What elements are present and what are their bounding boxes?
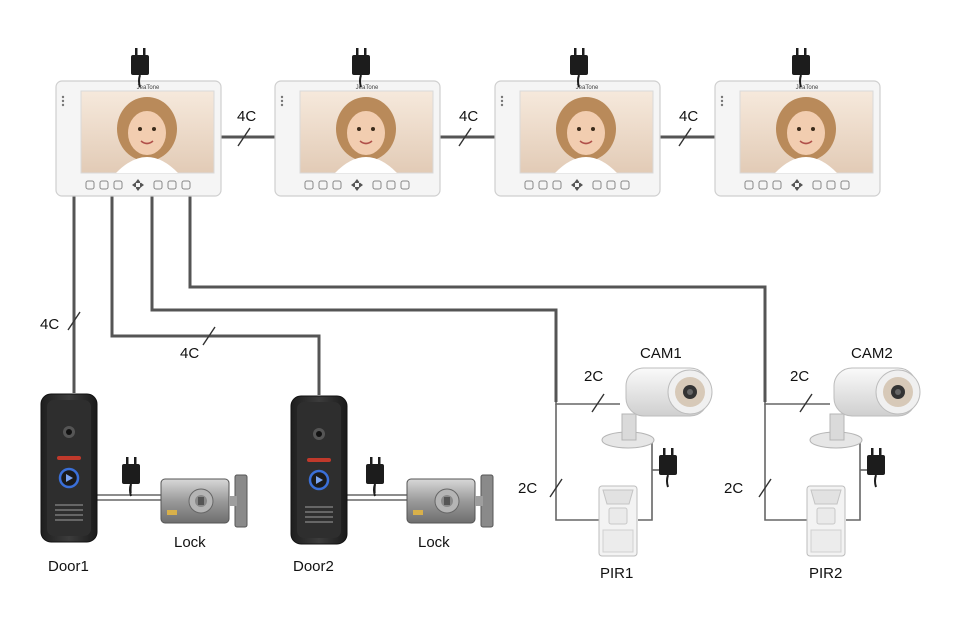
cable-label: 2C	[790, 368, 809, 385]
pir2-label: PIR2	[809, 565, 842, 582]
cable-label: 4C	[459, 108, 478, 125]
cable-label: 4C	[40, 316, 59, 333]
cam1-label: CAM1	[640, 345, 682, 362]
power-adapter-icon	[365, 456, 385, 497]
door1-label: Door1	[48, 558, 89, 575]
cable-label: 4C	[237, 108, 256, 125]
cable-slashes	[67, 127, 813, 498]
monitor-brand: JeaTone	[796, 85, 819, 91]
monitor-3: JeaTone	[494, 80, 661, 197]
monitor-brand: JeaTone	[576, 85, 599, 91]
monitor-2: JeaTone	[274, 80, 441, 197]
cable-label: 2C	[584, 368, 603, 385]
cable-labels: 4C 4C 4C 4C 4C 2C 2C 2C 2C	[40, 108, 809, 497]
monitor-brand: JeaTone	[356, 85, 379, 91]
power-adapter-icon	[658, 447, 678, 488]
lock2-label: Lock	[418, 534, 450, 551]
monitor-1: JeaTone	[55, 80, 222, 197]
camera-2	[809, 367, 921, 449]
lock1-label: Lock	[174, 534, 206, 551]
power-adapter-icon	[866, 447, 886, 488]
door-station-1	[39, 392, 99, 544]
door-station-2	[289, 394, 349, 546]
cam2-label: CAM2	[851, 345, 893, 362]
pir-sensor-1	[598, 485, 638, 557]
door2-label: Door2	[293, 558, 334, 575]
pir-sensor-2	[806, 485, 846, 557]
device-labels: Door1 Door2 Lock Lock CAM1 CAM2 PIR1 PIR…	[48, 345, 893, 582]
monitor-4: JeaTone	[714, 80, 881, 197]
pir1-label: PIR1	[600, 565, 633, 582]
electric-lock-2	[406, 474, 494, 528]
cable-label: 4C	[180, 345, 199, 362]
electric-lock-1	[160, 474, 248, 528]
monitor-brand: JeaTone	[137, 85, 160, 91]
cable-label: 4C	[679, 108, 698, 125]
power-adapter-icon	[121, 456, 141, 497]
cable-label: 2C	[518, 480, 537, 497]
cable-label: 2C	[724, 480, 743, 497]
camera-1	[601, 367, 713, 449]
